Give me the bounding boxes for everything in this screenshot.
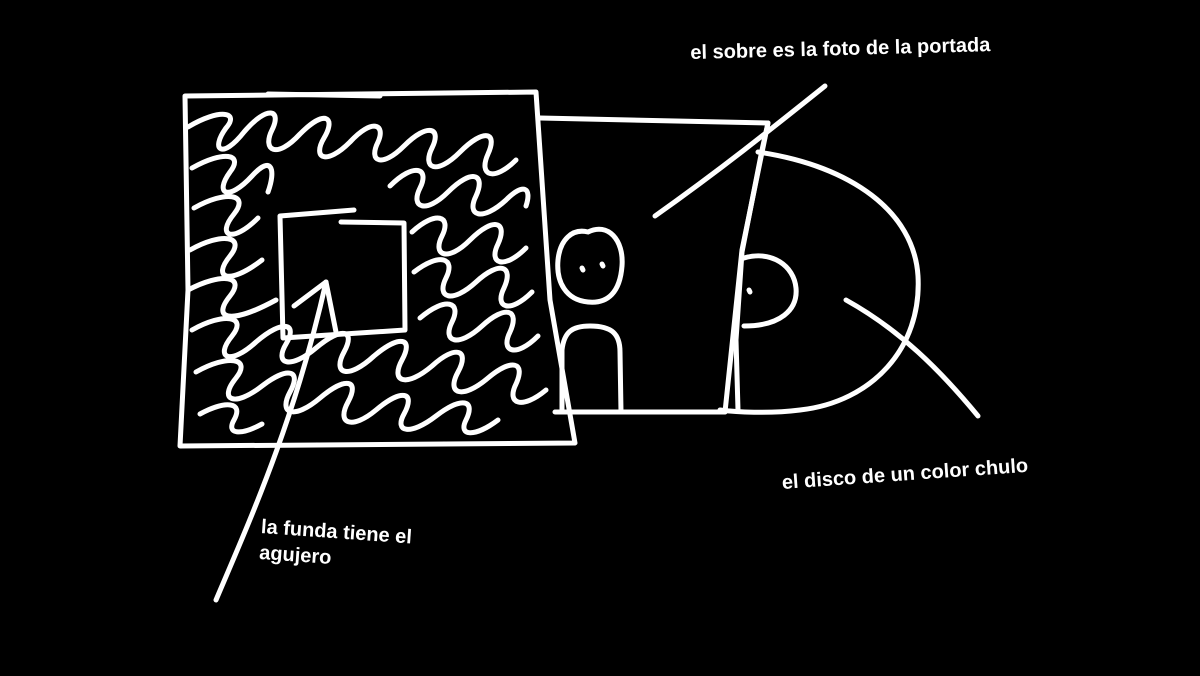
annotation-pointers bbox=[213, 83, 981, 603]
sleeve-top-edge-mark bbox=[265, 91, 383, 99]
disc-left-edge bbox=[733, 120, 771, 413]
pointer-funda-arrowhead bbox=[291, 279, 339, 335]
figure-head bbox=[555, 226, 625, 305]
pointer-sobre bbox=[652, 83, 828, 219]
disc-outline bbox=[717, 149, 921, 415]
vinyl-disc bbox=[717, 120, 921, 415]
figure-eyes bbox=[579, 261, 606, 273]
sleeve-hole bbox=[277, 207, 408, 341]
label-funda: la funda tiene el agujero bbox=[258, 514, 413, 576]
inner-envelope bbox=[537, 115, 771, 415]
disc-center-hole bbox=[746, 287, 753, 295]
pointer-funda bbox=[213, 279, 329, 603]
disc-label bbox=[741, 253, 799, 329]
sleeve bbox=[177, 89, 578, 449]
envelope-outline bbox=[537, 115, 771, 415]
sleeve-scribble bbox=[185, 110, 549, 436]
pointer-disco bbox=[843, 297, 981, 419]
figure-body bbox=[559, 323, 624, 415]
